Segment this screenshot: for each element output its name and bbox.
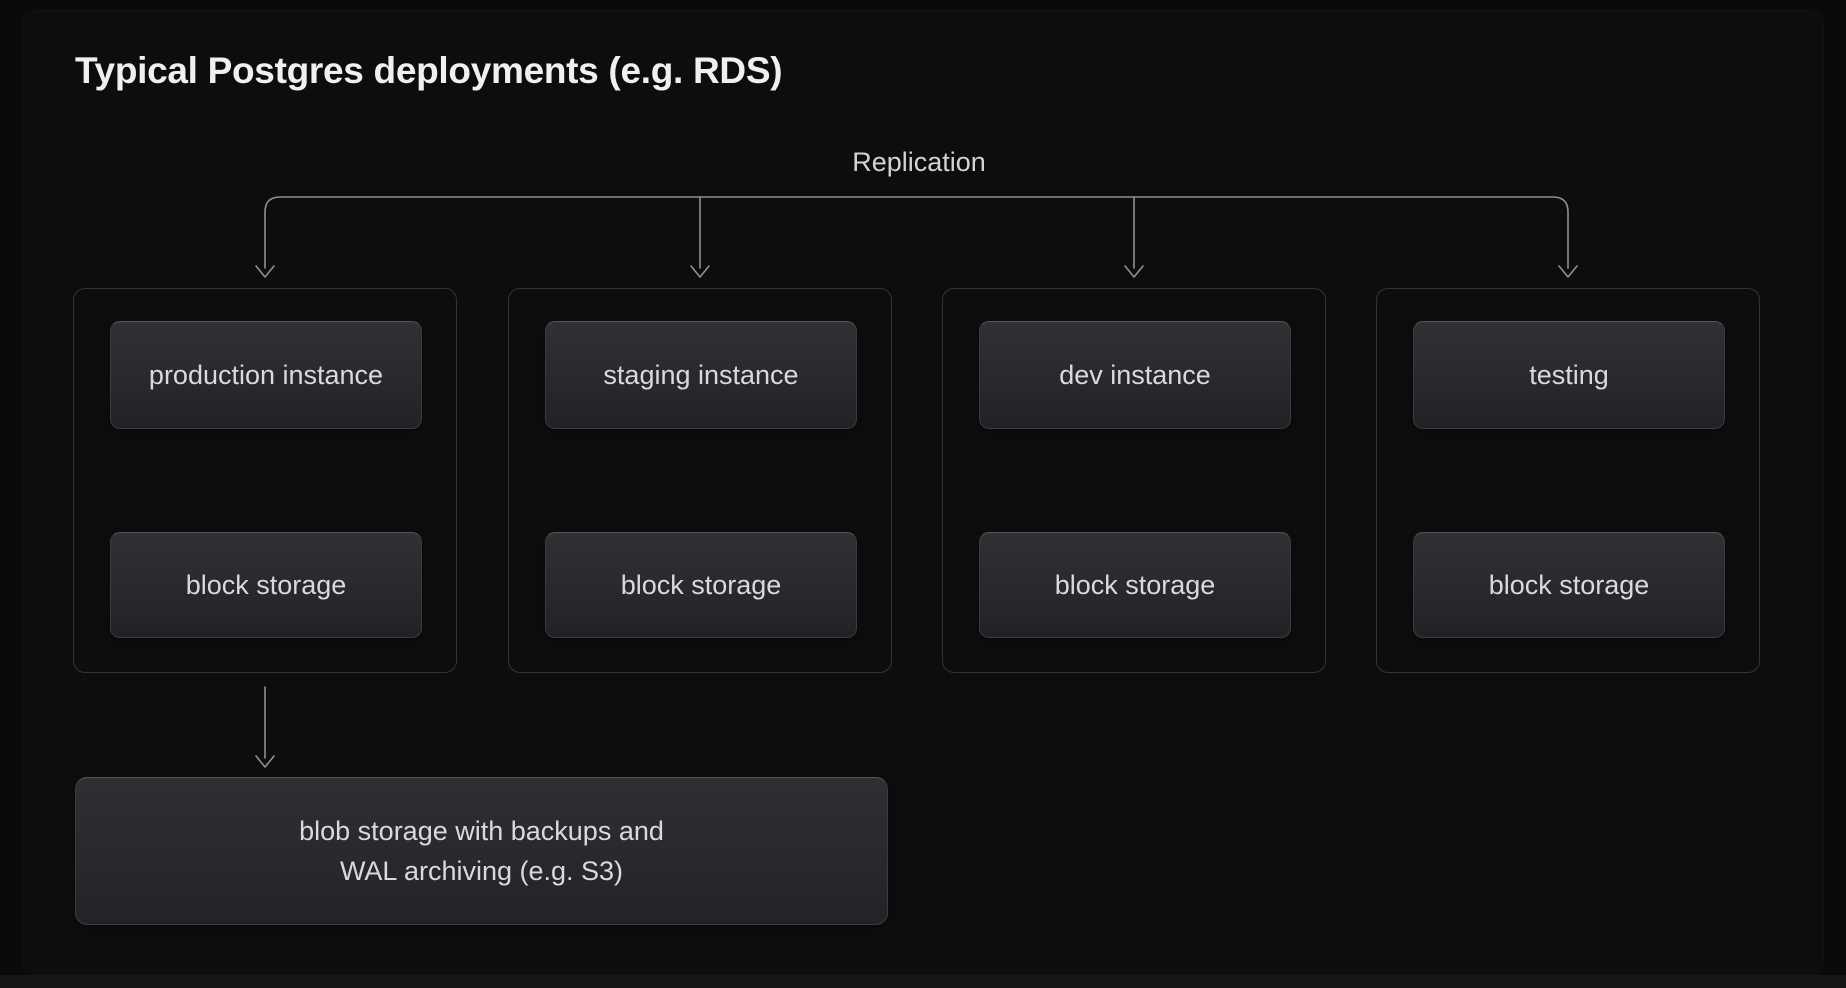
replication-label: Replication bbox=[852, 147, 986, 177]
node-label: staging instance bbox=[603, 359, 799, 390]
bottom-edge-strip bbox=[0, 975, 1846, 988]
node-label: block storage bbox=[620, 569, 782, 600]
node-testing: testing bbox=[1413, 321, 1725, 429]
group-testing: testing block storage bbox=[1376, 288, 1760, 673]
group-staging: staging instance block storage bbox=[508, 288, 892, 673]
node-block-storage-production: block storage bbox=[110, 532, 422, 638]
node-production-instance: production instance bbox=[110, 321, 422, 429]
blob-storage-line-2: WAL archiving (e.g. S3) bbox=[339, 856, 624, 886]
node-block-storage-dev: block storage bbox=[979, 532, 1291, 638]
node-label: production instance bbox=[148, 359, 384, 390]
node-label: testing bbox=[1529, 359, 1609, 390]
diagram-title: Typical Postgres deployments (e.g. RDS) bbox=[75, 50, 783, 91]
node-label: block storage bbox=[1488, 569, 1650, 600]
node-label: block storage bbox=[1054, 569, 1216, 600]
blob-storage-line-1: blob storage with backups and bbox=[299, 816, 664, 846]
node-block-storage-staging: block storage bbox=[545, 532, 857, 638]
group-dev: dev instance block storage bbox=[942, 288, 1326, 673]
node-dev-instance: dev instance bbox=[979, 321, 1291, 429]
node-block-storage-testing: block storage bbox=[1413, 532, 1725, 638]
node-blob-storage: blob storage with backups and WAL archiv… bbox=[75, 777, 888, 925]
node-label: dev instance bbox=[1059, 359, 1211, 390]
node-label: block storage bbox=[185, 569, 347, 600]
node-staging-instance: staging instance bbox=[545, 321, 857, 429]
group-production: production instance block storage bbox=[73, 288, 457, 673]
